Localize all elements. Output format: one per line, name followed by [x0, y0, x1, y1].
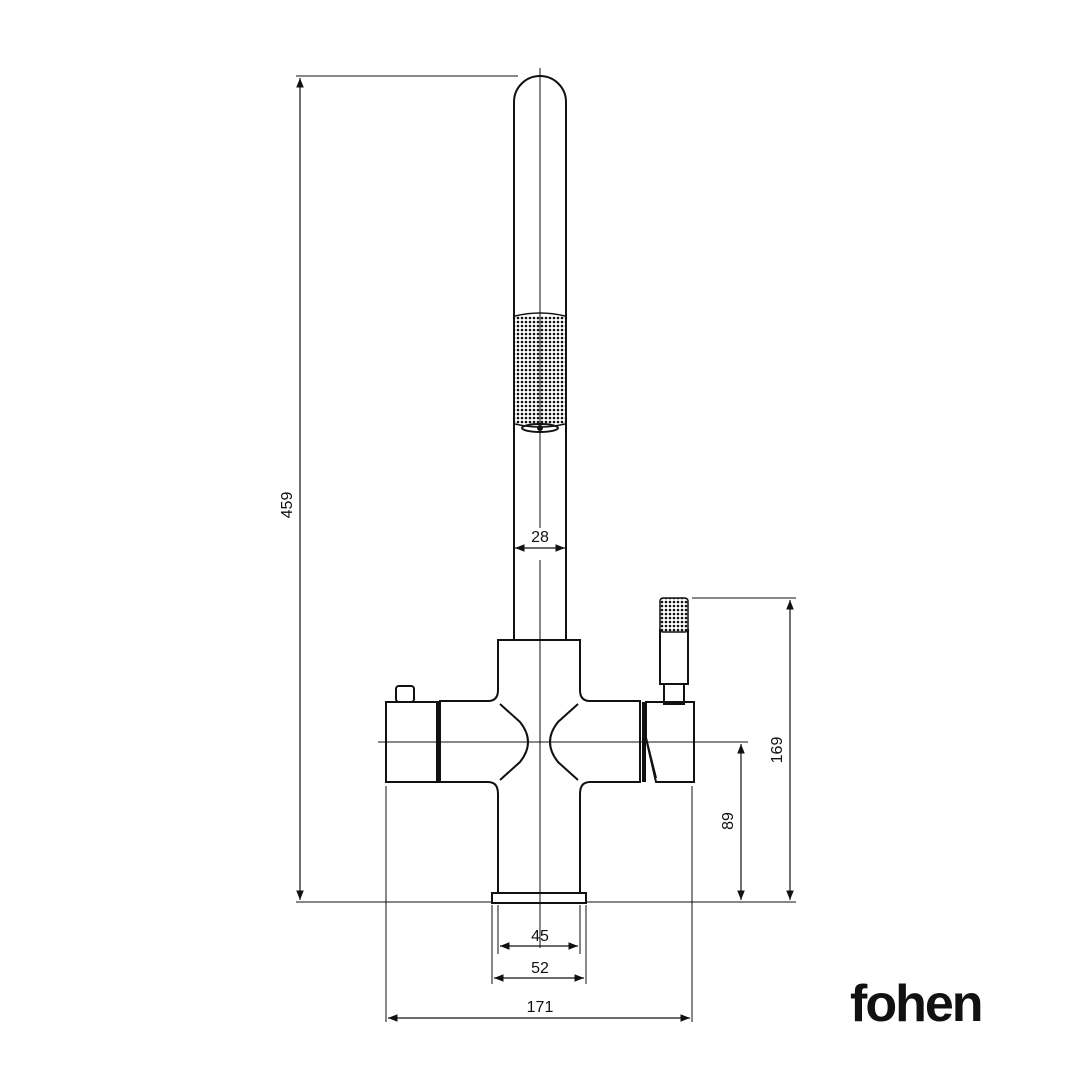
safety-button [395, 685, 415, 703]
dim-label-total-height: 459 [279, 492, 296, 519]
brand-logo: fohen [850, 975, 984, 1033]
centre-lines [378, 68, 706, 948]
faucet-body [439, 639, 641, 904]
dim-label-body-height: 89 [720, 812, 737, 830]
left-handle [385, 685, 440, 783]
base-plate [491, 892, 587, 904]
dim-label-base-inner: 45 [531, 928, 549, 945]
lever-knurled-grip [659, 597, 689, 633]
extension-lines [296, 75, 796, 1022]
dim-label-lever-height: 169 [769, 737, 786, 764]
dim-label-total-width: 171 [527, 999, 554, 1016]
dim-label-base-outer: 52 [531, 960, 549, 977]
dim-label-spout-diameter: 28 [531, 529, 549, 546]
right-handle [642, 597, 695, 783]
